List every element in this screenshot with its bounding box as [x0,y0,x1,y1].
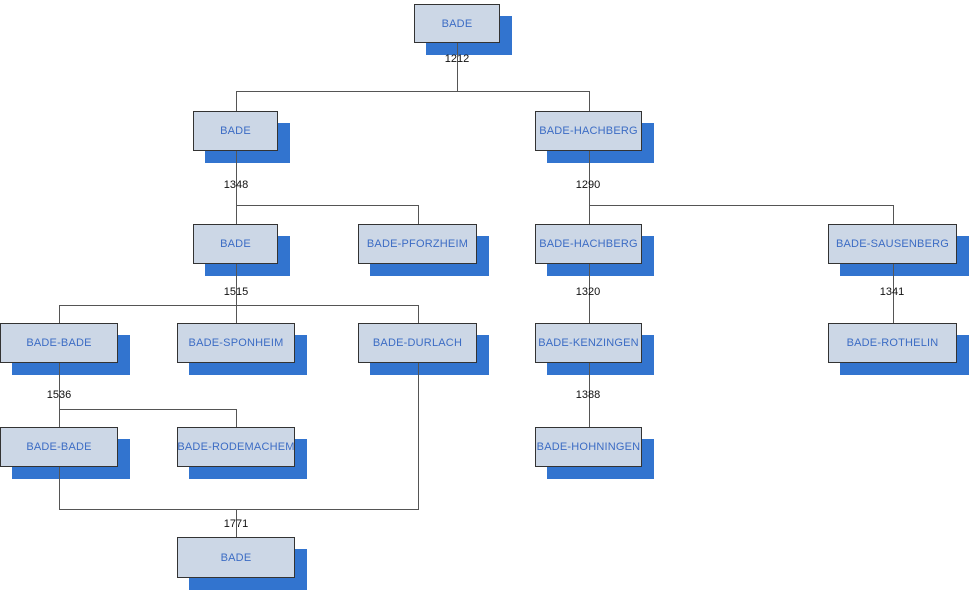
tree-node-n8[interactable]: BADE-SPONHEIM [177,323,295,363]
tree-node-n4[interactable]: BADE-PFORZHEIM [358,224,477,264]
tree-node-n2[interactable]: BADE-HACHBERG [535,111,642,151]
tree-node-n5[interactable]: BADE-HACHBERG [535,224,642,264]
connector-line [418,305,419,323]
tree-node-label: BADE [441,17,473,30]
tree-node-n15[interactable]: BADE [177,537,295,578]
tree-node-label: BADE [220,125,251,137]
connector-line [418,205,419,224]
year-label: 1388 [575,389,601,401]
year-label: 1341 [879,286,905,298]
connector-line [893,264,894,323]
connector-line [418,363,419,509]
tree-node-label: BADE-SPONHEIM [188,337,284,349]
tree-node-label: BADE-ROTHELIN [846,337,939,349]
tree-node-label: BADE-DURLACH [372,337,463,349]
year-label: 1348 [223,179,249,191]
connector-line [236,91,237,111]
tree-node-label: BADE-HACHBERG [539,125,638,137]
connector-line [59,409,60,427]
year-label: 1320 [575,286,601,298]
year-label: 1290 [575,179,601,191]
tree-node-label: BADE-HACHBERG [539,238,638,250]
tree-node-n9[interactable]: BADE-DURLACH [358,323,477,363]
year-label: 1212 [444,53,470,65]
connector-line [236,205,237,224]
connector-line [236,91,590,92]
year-label: 1536 [46,389,72,401]
tree-node-n10[interactable]: BADE-KENZINGEN [535,323,642,363]
connector-line [59,305,419,306]
tree-node-n13[interactable]: BADE-RODEMACHEM [177,427,295,467]
tree-node-n12[interactable]: BADE-BADE [0,427,118,467]
tree-node-n0[interactable]: BADE [414,4,500,43]
connector-line [59,305,60,323]
connector-line [236,305,237,323]
tree-node-label: BADE-HOHNINGEN [536,441,641,453]
connector-line [59,409,237,410]
tree-node-n1[interactable]: BADE [193,111,278,151]
year-label: 1515 [223,286,249,298]
tree-node-n6[interactable]: BADE-SAUSENBERG [828,224,957,264]
tree-node-label: BADE-PFORZHEIM [366,238,469,250]
connector-line [589,151,590,205]
tree-node-label: BADE-BADE [26,441,92,453]
tree-node-n14[interactable]: BADE-HOHNINGEN [535,427,642,467]
connector-line [59,467,60,509]
connector-line [589,363,590,427]
connector-line [236,509,237,537]
connector-line [236,409,237,427]
connector-line [893,205,894,224]
tree-node-label: BADE-SAUSENBERG [835,238,950,250]
connector-line [589,205,590,224]
connector-line [236,205,419,206]
tree-node-n7[interactable]: BADE-BADE [0,323,118,363]
tree-node-label: BADE-KENZINGEN [538,337,639,349]
tree-node-label: BADE-BADE [26,337,92,349]
connector-line [236,151,237,205]
connector-line [589,91,590,111]
tree-node-label: BADE [220,238,251,250]
connector-line [59,509,419,510]
tree-node-n11[interactable]: BADE-ROTHELIN [828,323,957,363]
tree-node-label: BADE [220,551,252,564]
connector-line [457,43,458,91]
connector-line [589,205,894,206]
connector-line [59,363,60,409]
tree-node-n3[interactable]: BADE [193,224,278,264]
connector-line [589,264,590,323]
year-label: 1771 [223,518,249,530]
tree-node-label: BADE-RODEMACHEM [177,441,295,453]
connector-line [236,264,237,305]
